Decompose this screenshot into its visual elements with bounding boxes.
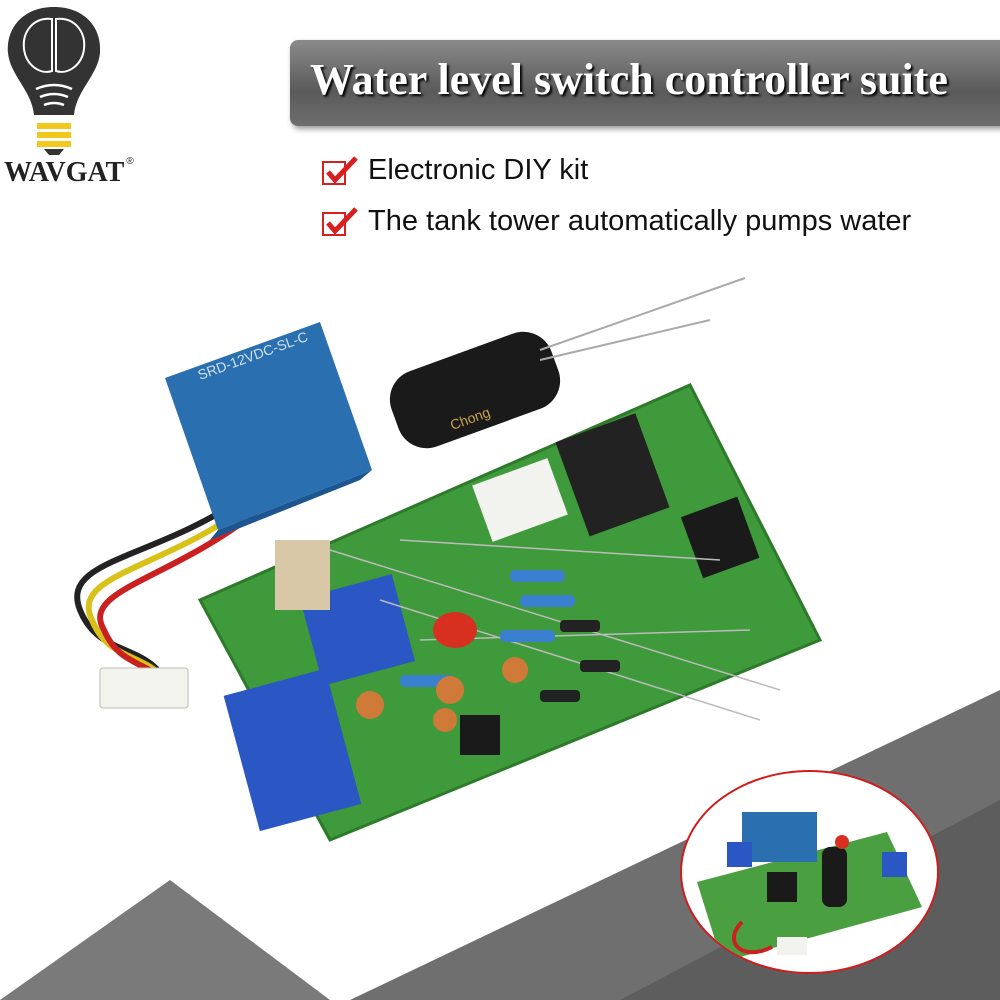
screw-terminal <box>223 668 362 832</box>
feature-item: Electronic DIY kit <box>322 154 588 187</box>
feature-item: The tank tower automatically pumps water <box>322 205 911 238</box>
led <box>433 612 477 648</box>
assembled-inset <box>680 770 939 974</box>
brand-name: WAVGAT <box>4 157 125 188</box>
red-check-icon <box>322 206 358 236</box>
terminal-header <box>472 458 568 542</box>
title-banner <box>290 40 1000 126</box>
wavgat-logo <box>7 7 101 155</box>
transistor <box>460 715 500 755</box>
red-check-icon <box>322 155 358 185</box>
ic-socket <box>555 413 670 537</box>
white-connector <box>99 667 189 709</box>
feature-text: Electronic DIY kit <box>368 154 589 186</box>
registered-mark: ® <box>126 156 134 167</box>
brand-row: WAVGAT ® <box>4 156 134 190</box>
page-title: Water level switch controller suite <box>310 55 948 104</box>
ic-chip <box>680 496 760 579</box>
capacitor <box>389 331 561 449</box>
feature-text: The tank tower automatically pumps water <box>368 205 912 237</box>
small-capacitor <box>275 540 330 610</box>
assembled-board-photo <box>697 812 922 962</box>
relay <box>165 322 372 530</box>
